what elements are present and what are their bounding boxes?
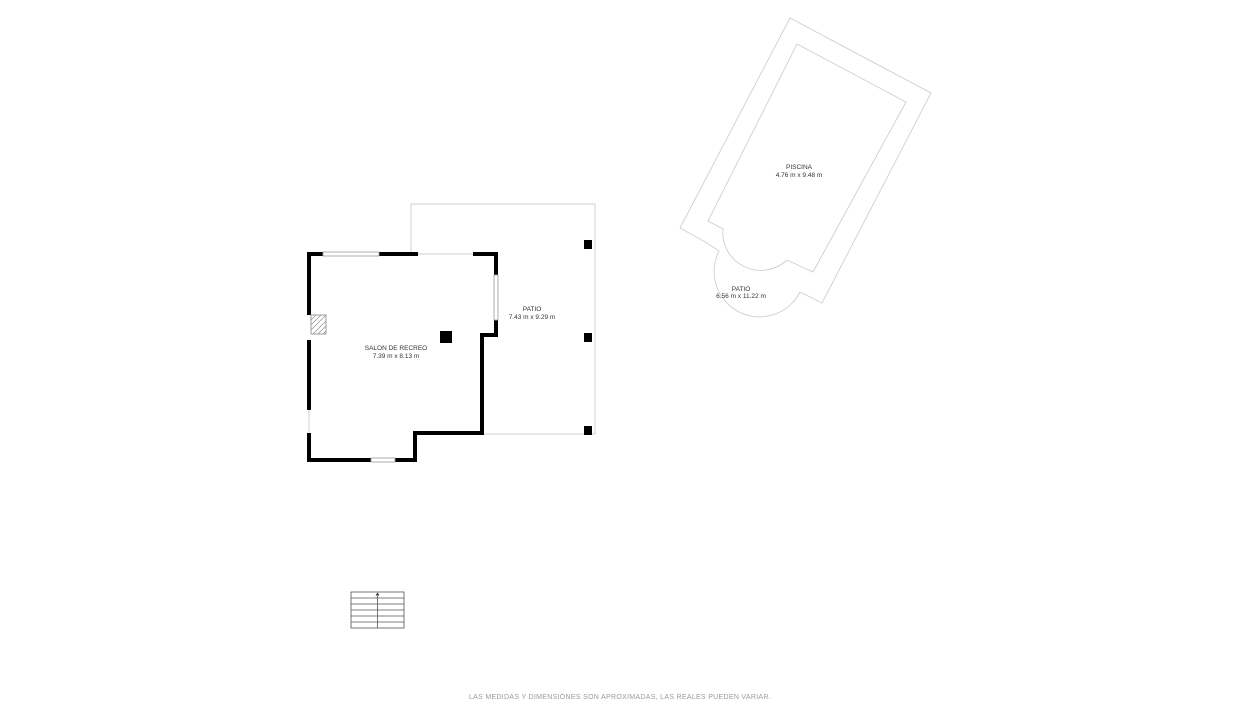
room-name: PATIO xyxy=(732,286,751,293)
patio-columns xyxy=(584,240,592,435)
pool-patio-label: PATIO 6.56 m x 11.22 m xyxy=(716,286,766,300)
room-name: PISCINA xyxy=(786,164,813,171)
patio-outline xyxy=(410,203,596,435)
room-dimensions: 4.76 m x 9.48 m xyxy=(776,172,823,179)
room-name: PATIO xyxy=(523,306,542,313)
window-top xyxy=(322,251,380,257)
salon-column xyxy=(440,331,452,343)
column xyxy=(584,240,592,249)
door-bottom xyxy=(370,457,396,463)
pool-outline xyxy=(707,43,907,273)
pool-label: PISCINA 4.76 m x 9.48 m xyxy=(776,164,823,179)
patio-label: PATIO 7.43 m x 9.29 m xyxy=(509,306,556,321)
salon-thin-lines xyxy=(308,253,473,433)
window-right xyxy=(493,274,499,321)
pool-patio-outline xyxy=(679,17,932,318)
fireplace-icon xyxy=(310,314,327,335)
room-dimensions: 7.43 m x 9.29 m xyxy=(509,314,556,321)
salon-openings xyxy=(322,251,499,463)
salon-label: SALON DE RECREO 7.39 m x 8.13 m xyxy=(365,345,428,360)
column xyxy=(584,333,592,342)
room-name: SALON DE RECREO xyxy=(365,345,428,352)
stairs-icon xyxy=(350,591,405,629)
stairs-arrow-icon xyxy=(375,592,380,596)
room-dimensions: 6.56 m x 11.22 m xyxy=(716,293,766,300)
disclaimer: LAS MEDIDAS Y DIMENSIONES SON APROXIMADA… xyxy=(468,694,772,701)
salon-walls xyxy=(307,252,498,462)
room-dimensions: 7.39 m x 8.13 m xyxy=(373,353,420,360)
column xyxy=(584,426,592,435)
